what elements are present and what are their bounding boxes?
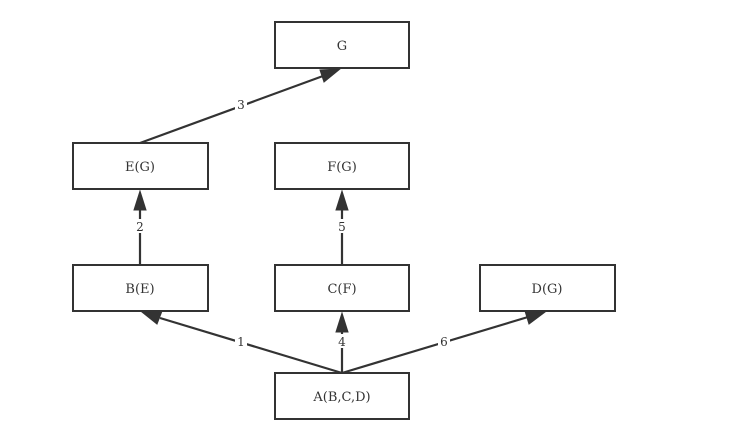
- node-f: F(G): [274, 142, 410, 190]
- edge-a-to-c: 4: [335, 311, 349, 373]
- edge-label-a-b: 1: [237, 335, 245, 349]
- node-label-e: E(G): [125, 160, 155, 175]
- edge-label-a-d: 6: [440, 335, 448, 349]
- node-label-a: A(B,C,D): [312, 390, 370, 405]
- edge-b-to-e: 2: [133, 189, 147, 265]
- edge-c-to-f: 5: [335, 189, 349, 265]
- edge-a-to-d: 6: [341, 310, 547, 375]
- node-g: G: [274, 21, 410, 69]
- node-label-b: B(E): [125, 282, 154, 297]
- edge-label-e-g: 3: [237, 98, 245, 112]
- node-d: D(G): [479, 264, 616, 312]
- node-label-d: D(G): [532, 282, 563, 297]
- node-b: B(E): [72, 264, 209, 312]
- node-c: C(F): [274, 264, 410, 312]
- edge-label-c-f: 5: [338, 220, 346, 234]
- edge-e-to-g: 3: [139, 68, 342, 145]
- edge-label-a-c: 4: [338, 335, 346, 349]
- edge-label-b-e: 2: [136, 220, 144, 234]
- node-label-g: G: [337, 39, 347, 54]
- node-a: A(B,C,D): [274, 372, 410, 420]
- edge-a-to-b: 1: [140, 310, 343, 375]
- node-label-c: C(F): [327, 282, 356, 297]
- node-label-f: F(G): [327, 160, 357, 175]
- node-e: E(G): [72, 142, 209, 190]
